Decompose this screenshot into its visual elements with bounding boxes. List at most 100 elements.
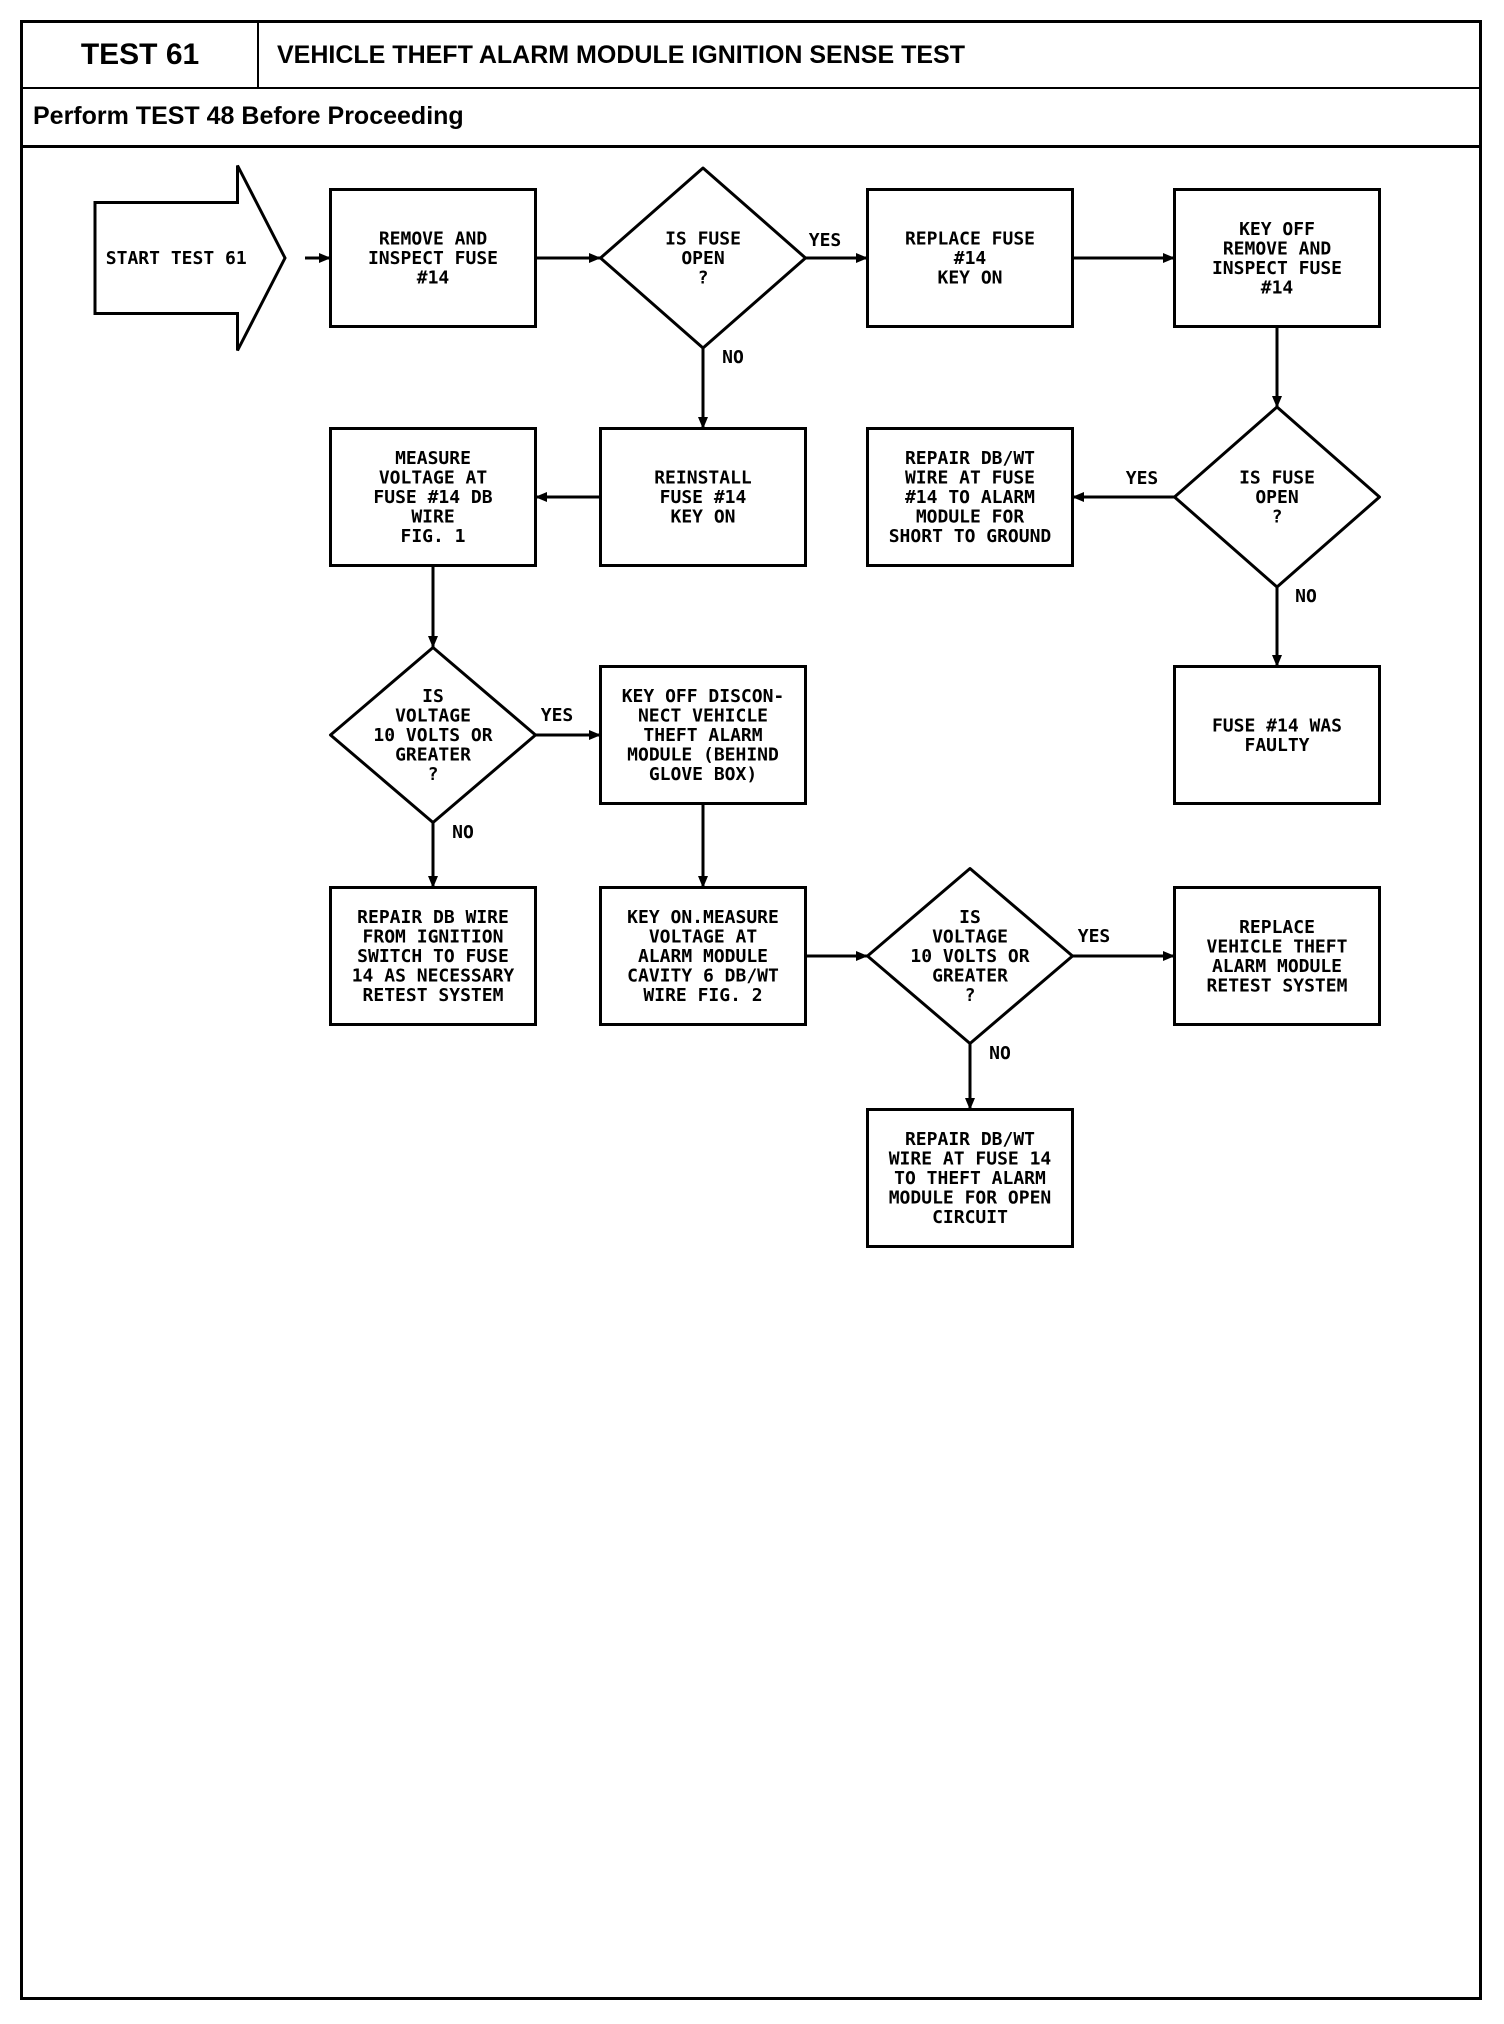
decision-diamond <box>599 166 807 350</box>
node-text-line: KEY ON.MEASURE <box>627 907 779 928</box>
edge-label-no: NO <box>722 347 744 368</box>
node-text-line: START TEST 61 <box>106 248 247 269</box>
node-text-line: MODULE FOR OPEN <box>889 1188 1052 1209</box>
node-text-line: TO THEFT ALARM <box>894 1168 1046 1189</box>
edge-label-yes: YES <box>1078 926 1111 947</box>
process-box <box>866 1108 1074 1248</box>
node-text-line: REPLACE <box>1239 917 1315 938</box>
edge-label-no: NO <box>452 822 474 843</box>
edge-label-yes: YES <box>809 230 842 251</box>
node-text-line: REINSTALL <box>654 468 752 489</box>
node-text-line: #14 <box>954 248 987 269</box>
node-text-line: SHORT TO GROUND <box>889 526 1052 547</box>
node-text-line: ? <box>698 268 709 289</box>
node-text-line: 10 VOLTS OR <box>373 725 492 746</box>
node-text-line: VOLTAGE AT <box>649 927 758 948</box>
node-text-line: KEY ON <box>670 507 735 528</box>
node-text-line: FUSE #14 DB <box>373 487 492 508</box>
node-text-line: REPAIR DB WIRE <box>357 907 509 928</box>
node-text-line: VOLTAGE AT <box>379 468 488 489</box>
node-text-line: GREATER <box>395 745 471 766</box>
node-text-line: MEASURE <box>395 448 471 469</box>
node-text-line: ? <box>428 764 439 785</box>
node-text-line: REPAIR DB/WT <box>905 448 1035 469</box>
process-box <box>1173 665 1381 805</box>
process-box <box>599 886 807 1026</box>
node-start: START TEST 61 <box>93 164 287 352</box>
node-text-line: FAULTY <box>1244 735 1309 756</box>
process-box <box>329 188 537 328</box>
node-text-line: CAVITY 6 DB/WT <box>627 966 779 987</box>
node-text-line: OPEN <box>681 248 724 269</box>
edge-label-no: NO <box>989 1043 1011 1064</box>
node-text-line: FUSE #14 <box>660 487 747 508</box>
node-text-line: REPAIR DB/WT <box>905 1129 1035 1150</box>
process-box <box>599 665 807 805</box>
node-text-line: IS <box>422 686 444 707</box>
node-text-line: THEFT ALARM <box>643 725 762 746</box>
node-text-line: INSPECT FUSE <box>1212 258 1342 279</box>
node-text-line: CIRCUIT <box>932 1207 1008 1228</box>
process-box <box>329 427 537 567</box>
node-text-line: WIRE AT FUSE 14 <box>889 1149 1052 1170</box>
node-text-line: #14 <box>1261 277 1294 298</box>
start-arrow-shape <box>93 164 287 352</box>
node-text-line: KEY ON <box>937 268 1002 289</box>
node-text-line: IS <box>959 907 981 928</box>
node-text-line: IS FUSE <box>665 229 741 250</box>
node-text-line: GREATER <box>932 966 1008 987</box>
process-box <box>1173 188 1381 328</box>
node-text-line: MODULE (BEHIND <box>627 745 779 766</box>
header-row: TEST 61 VEHICLE THEFT ALARM MODULE IGNIT… <box>23 23 1479 89</box>
node-text-line: SWITCH TO FUSE <box>357 946 509 967</box>
node-text-line: ? <box>1272 507 1283 528</box>
page-frame: TEST 61 VEHICLE THEFT ALARM MODULE IGNIT… <box>20 20 1482 2000</box>
test-title: VEHICLE THEFT ALARM MODULE IGNITION SENS… <box>277 40 965 69</box>
node-text-line: KEY OFF <box>1239 219 1315 240</box>
node-text-line: 14 AS NECESSARY <box>352 966 515 987</box>
node-text-line: WIRE FIG. 2 <box>643 985 762 1006</box>
process-box <box>599 427 807 567</box>
node-text-line: REPLACE FUSE <box>905 229 1035 250</box>
node-text-line: ? <box>965 985 976 1006</box>
node-text-line: INSPECT FUSE <box>368 248 498 269</box>
edge-label-yes: YES <box>1126 468 1159 489</box>
edge-label-yes: YES <box>541 705 574 726</box>
node-text-line: RETEST SYSTEM <box>363 985 504 1006</box>
node-text-line: MODULE FOR <box>916 507 1025 528</box>
decision-diamond <box>866 867 1074 1045</box>
node-text-line: FIG. 1 <box>400 526 465 547</box>
process-box <box>1173 886 1381 1026</box>
process-box <box>866 427 1074 567</box>
node-text-line: IS FUSE <box>1239 468 1315 489</box>
node-text-line: WIRE AT FUSE <box>905 468 1035 489</box>
process-box <box>329 886 537 1026</box>
node-text-line: WIRE <box>411 507 454 528</box>
node-text-line: REMOVE AND <box>379 229 488 250</box>
test-number: TEST 61 <box>23 23 259 87</box>
node-text-line: GLOVE BOX) <box>649 764 757 785</box>
node-text-line: NECT VEHICLE <box>638 706 768 727</box>
prerequisite-note: Perform TEST 48 Before Proceeding <box>33 101 464 130</box>
prerequisite-row: Perform TEST 48 Before Proceeding <box>23 87 1479 148</box>
decision-diamond <box>329 646 537 824</box>
node-text-line: RETEST SYSTEM <box>1207 975 1348 996</box>
node-text-line: VEHICLE THEFT <box>1207 936 1348 957</box>
node-text-line: #14 <box>417 268 450 289</box>
node-text-line: VOLTAGE <box>395 706 471 727</box>
